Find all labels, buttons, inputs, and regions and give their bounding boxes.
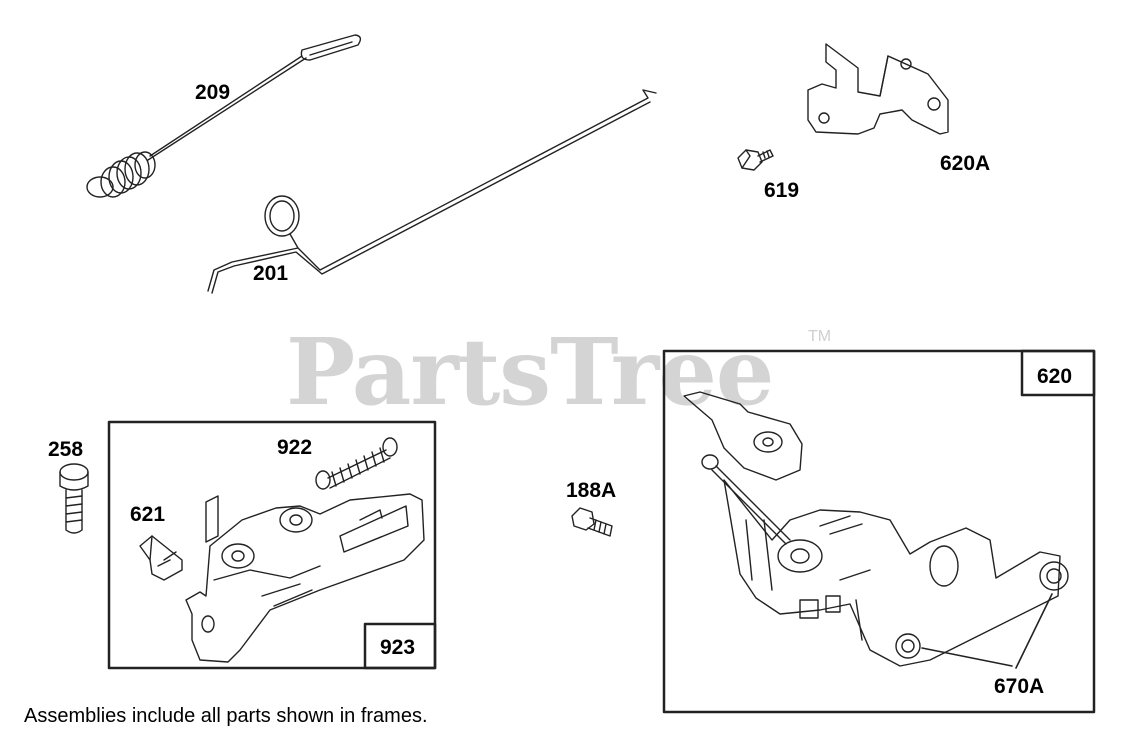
label-620A: 620A	[940, 152, 991, 175]
frame-923	[107, 420, 437, 670]
label-209: 209	[195, 81, 231, 104]
label-922: 922	[277, 436, 313, 459]
frame-620-tag	[1020, 349, 1096, 397]
watermark: PartsTree	[286, 318, 774, 426]
label-201: 201	[253, 262, 289, 285]
part-619-bolt[interactable]	[737, 149, 774, 171]
part-188A-bolt[interactable]	[571, 507, 613, 537]
leader-lines-670A	[921, 593, 1053, 669]
part-258-bolt[interactable]	[59, 463, 89, 534]
label-621: 621	[130, 503, 166, 526]
part-922-spring[interactable]	[315, 437, 398, 490]
trademark-symbol: TM	[808, 328, 832, 345]
label-188A: 188A	[566, 479, 617, 502]
part-209-spring-link[interactable]	[86, 34, 362, 198]
label-620: 620	[1037, 365, 1073, 388]
part-620A-bracket[interactable]	[807, 43, 949, 135]
part-923-control-bracket[interactable]	[185, 493, 425, 663]
part-621-clip[interactable]	[139, 535, 183, 581]
label-923: 923	[380, 636, 416, 659]
part-201-governor-rod[interactable]	[207, 89, 657, 294]
footnote: Assemblies include all parts shown in fr…	[24, 705, 428, 727]
frame-620	[662, 349, 1096, 714]
label-619: 619	[764, 179, 800, 202]
label-670A: 670A	[994, 675, 1045, 698]
frame-923-tag	[363, 622, 437, 670]
label-258: 258	[48, 438, 84, 461]
part-620-control-assembly[interactable]	[683, 391, 1069, 667]
